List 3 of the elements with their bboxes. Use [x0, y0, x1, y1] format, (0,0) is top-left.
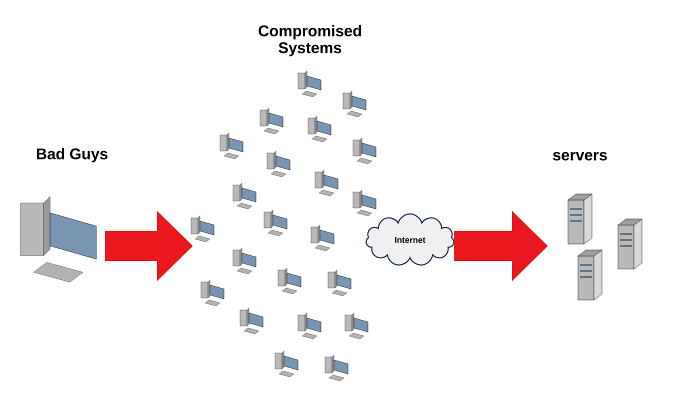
heading: Bad Guys: [36, 148, 108, 162]
heading: servers: [553, 152, 607, 160]
heading: Compromised Systems: [258, 25, 361, 56]
